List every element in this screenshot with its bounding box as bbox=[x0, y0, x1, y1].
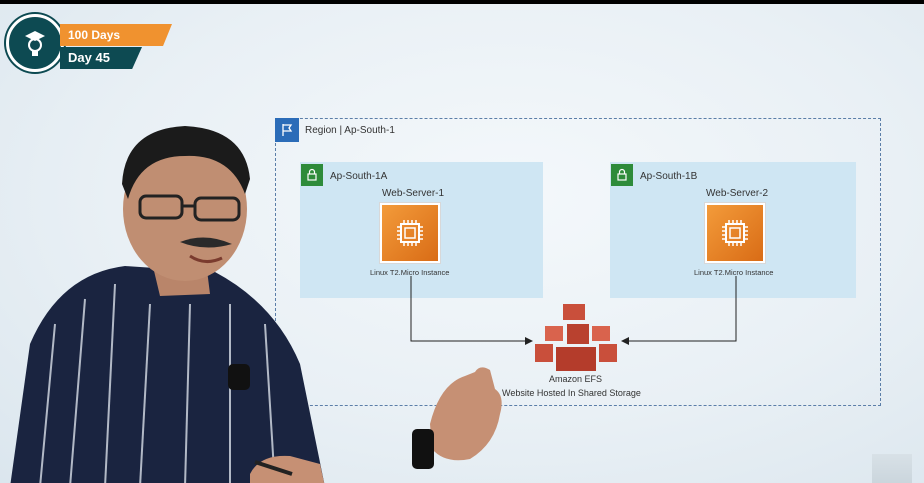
flag-icon bbox=[275, 118, 299, 142]
instance-1-label: Linux T2.Micro Instance bbox=[370, 268, 450, 277]
efs-icon bbox=[535, 304, 617, 371]
ec2-chip-icon bbox=[704, 202, 766, 264]
lightbulb-graduation-icon bbox=[6, 14, 64, 72]
lock-icon bbox=[611, 164, 633, 186]
connector-lines bbox=[410, 276, 737, 371]
web-server-1-label: Web-Server-1 bbox=[382, 188, 445, 199]
challenge-banner: 100 Days Challenge bbox=[60, 24, 172, 46]
presenter-thumbnail bbox=[872, 454, 912, 483]
region-label: Region | Ap-South-1 bbox=[305, 125, 395, 136]
instance-2-label: Linux T2.Micro Instance bbox=[694, 268, 774, 277]
day-banner: Day 45 bbox=[60, 47, 142, 69]
region-boundary bbox=[275, 118, 881, 406]
efs-label: Amazon EFS bbox=[549, 374, 603, 384]
video-frame: Region | Ap-South-1 Ap-South-1A Ap-South… bbox=[0, 4, 924, 483]
ec2-chip-icon bbox=[379, 202, 441, 264]
az-a-label: Ap-South-1A bbox=[330, 171, 388, 182]
lock-icon bbox=[301, 164, 323, 186]
web-server-2-label: Web-Server-2 bbox=[706, 188, 769, 199]
efs-caption: Website Hosted In Shared Storage bbox=[502, 388, 641, 398]
az-b-label: Ap-South-1B bbox=[640, 171, 698, 182]
